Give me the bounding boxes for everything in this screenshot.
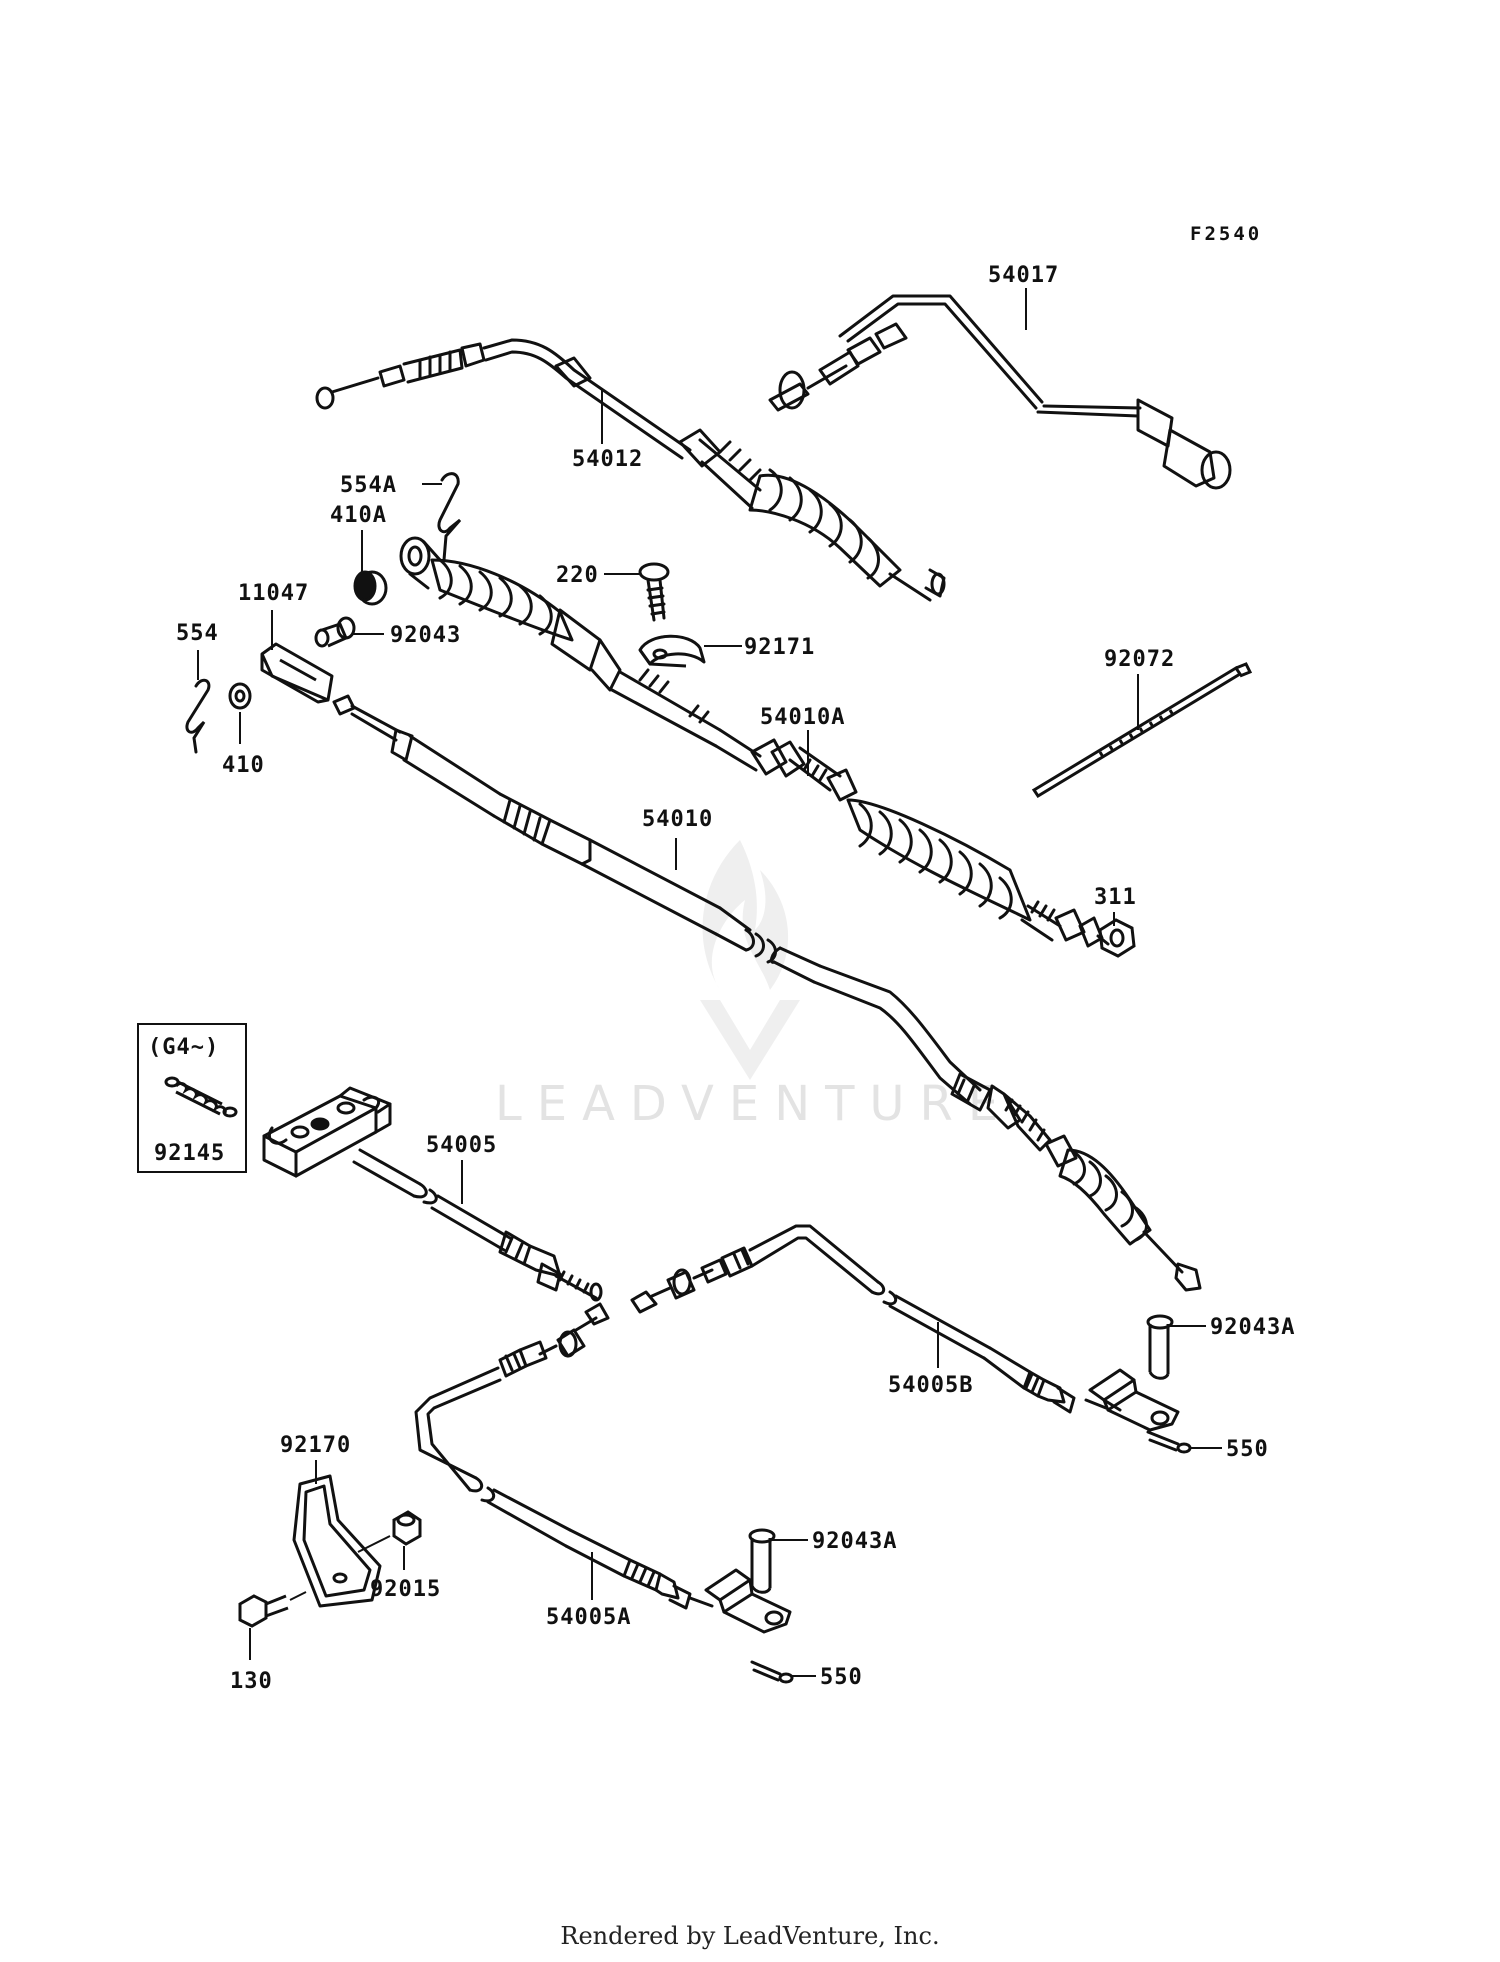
variant-box: (G4~) 92145 (137, 1023, 247, 1173)
cable-54005A (414, 1302, 792, 1634)
bolt-130 (238, 1594, 289, 1628)
variant-box-part: 92145 (154, 1141, 225, 1166)
washer-410A (353, 570, 388, 606)
label-54005A: 54005A (546, 1605, 631, 1630)
holder-11047 (260, 642, 334, 704)
label-311: 311 (1094, 885, 1137, 910)
cable-54017 (768, 294, 1232, 490)
label-54005: 54005 (426, 1133, 497, 1158)
label-92015: 92015 (370, 1577, 441, 1602)
clip-554 (185, 678, 211, 754)
cable-54010 (332, 694, 1202, 1292)
pin-92043A-lower (748, 1528, 776, 1594)
watermark-text: LEADVENTURE (495, 1076, 1013, 1132)
cable-54005 (262, 1086, 603, 1302)
rendered-by-footer: Rendered by LeadVenture, Inc. (560, 1922, 940, 1950)
label-54010: 54010 (642, 807, 713, 832)
leader-130-to-bracket (289, 1591, 307, 1601)
cotter-550-lower (750, 1660, 794, 1684)
label-220: 220 (556, 563, 599, 588)
label-554: 554 (176, 621, 219, 646)
label-92043A-upper: 92043A (1210, 1315, 1295, 1340)
watermark-logo (700, 840, 800, 1080)
label-554A: 554A (340, 473, 397, 498)
label-92043: 92043 (390, 623, 461, 648)
clip-554A (437, 472, 462, 562)
label-92171: 92171 (744, 635, 815, 660)
cable-54012 (315, 338, 946, 602)
label-92043A-lower: 92043A (812, 1529, 897, 1554)
label-11047: 11047 (238, 581, 309, 606)
nut-311 (1098, 918, 1136, 958)
label-54005B: 54005B (888, 1373, 973, 1398)
label-550-lower: 550 (820, 1665, 863, 1690)
bracket-92170 (292, 1474, 382, 1608)
cotter-550-upper (1146, 1430, 1192, 1454)
label-92170: 92170 (280, 1433, 351, 1458)
label-54012: 54012 (572, 447, 643, 472)
spring-92145 (164, 1076, 238, 1118)
variant-box-frame (137, 1023, 247, 1173)
label-92072: 92072 (1104, 647, 1175, 672)
variant-box-label: (G4~) (148, 1035, 219, 1060)
pin-92043 (314, 616, 356, 648)
leader-92015-to-bracket (357, 1535, 391, 1553)
label-410: 410 (222, 753, 265, 778)
pin-92043A-upper (1146, 1314, 1174, 1380)
label-130: 130 (230, 1669, 273, 1694)
cable-54010A (399, 536, 1110, 948)
clamp-92171 (638, 634, 706, 668)
figure-code: F2540 (1190, 223, 1262, 245)
label-550-upper: 550 (1226, 1437, 1269, 1462)
label-54017: 54017 (988, 263, 1059, 288)
label-410A: 410A (330, 503, 387, 528)
washer-410 (228, 682, 252, 710)
cable-54005B (630, 1224, 1180, 1432)
label-54010A: 54010A (760, 705, 845, 730)
nut-92015 (392, 1510, 422, 1546)
screw-220 (638, 562, 670, 622)
tie-92072 (1031, 662, 1253, 799)
